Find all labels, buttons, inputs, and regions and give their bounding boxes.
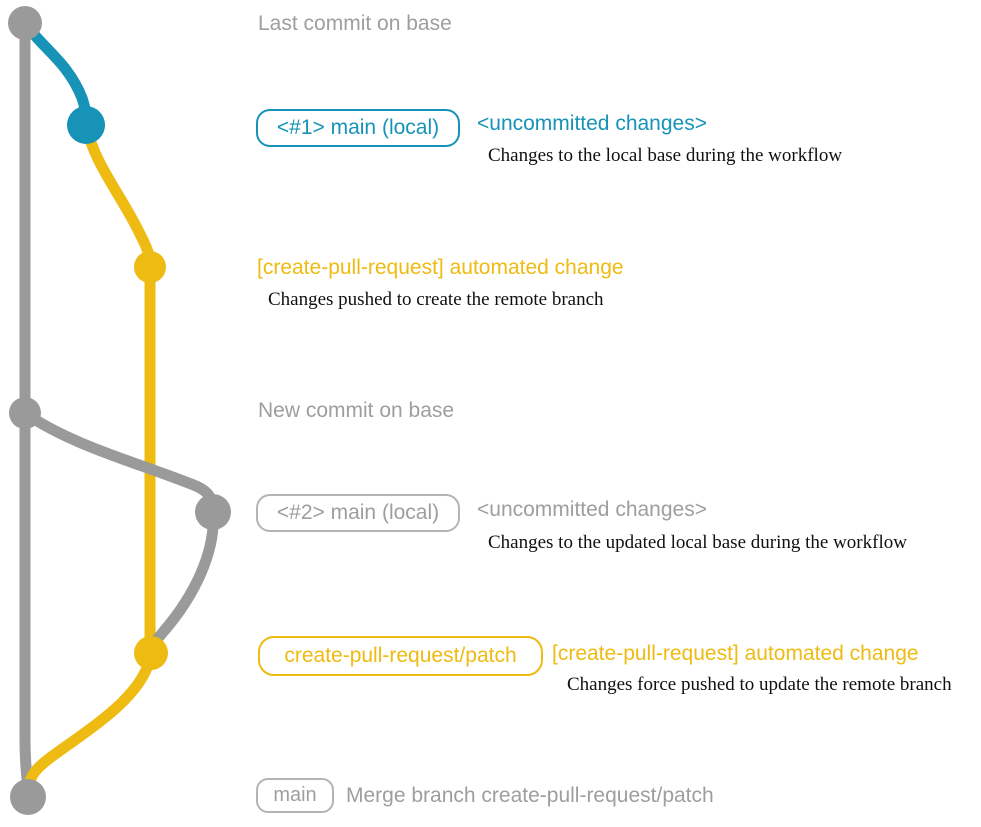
branch-label-main-local-2-text: <#2> main (local) xyxy=(276,501,440,524)
uncommitted-changes-2-note: Changes to the updated local base during… xyxy=(488,532,907,553)
last-commit-on-base-heading: Last commit on base xyxy=(258,12,452,35)
edge-merge-to-main xyxy=(22,647,157,803)
automated-change-1-note: Changes pushed to create the remote bran… xyxy=(268,289,604,310)
branch-label-main-text: main xyxy=(273,784,317,806)
commit-node-uncommitted-1 xyxy=(67,106,105,144)
merge-commit-message: Merge branch create-pull-request/patch xyxy=(346,784,714,807)
commit-node-last-commit-on-base xyxy=(8,6,42,40)
branch-label-main-local-1: <#1> main (local) xyxy=(256,109,460,147)
branch-label-main: main xyxy=(256,778,334,813)
branch-label-main-local-2: <#2> main (local) xyxy=(256,494,460,532)
automated-change-1-heading: [create-pull-request] automated change xyxy=(257,256,624,279)
commit-node-uncommitted-2 xyxy=(195,494,231,530)
commit-node-new-commit-on-base xyxy=(9,397,41,429)
uncommitted-changes-1-note: Changes to the local base during the wor… xyxy=(488,145,843,166)
edge-branch-2-merge xyxy=(145,506,219,659)
new-commit-on-base-heading: New commit on base xyxy=(258,399,455,422)
automated-change-2-heading: [create-pull-request] automated change xyxy=(552,642,919,665)
branch-label-patch: create-pull-request/patch xyxy=(258,636,543,676)
commit-node-automated-change-1 xyxy=(134,251,166,283)
edge-branch-2-out xyxy=(19,407,219,518)
branch-label-main-local-1-text: <#1> main (local) xyxy=(276,116,440,139)
uncommitted-changes-1-heading: <uncommitted changes> xyxy=(477,112,707,135)
edge-branch-1-down xyxy=(80,119,156,273)
automated-change-2-note: Changes force pushed to update the remot… xyxy=(567,674,952,695)
commit-node-automated-change-2 xyxy=(134,636,168,670)
commit-node-merge-commit xyxy=(10,779,46,815)
branch-label-patch-text: create-pull-request/patch xyxy=(284,644,517,667)
uncommitted-changes-2-heading: <uncommitted changes> xyxy=(477,498,707,521)
